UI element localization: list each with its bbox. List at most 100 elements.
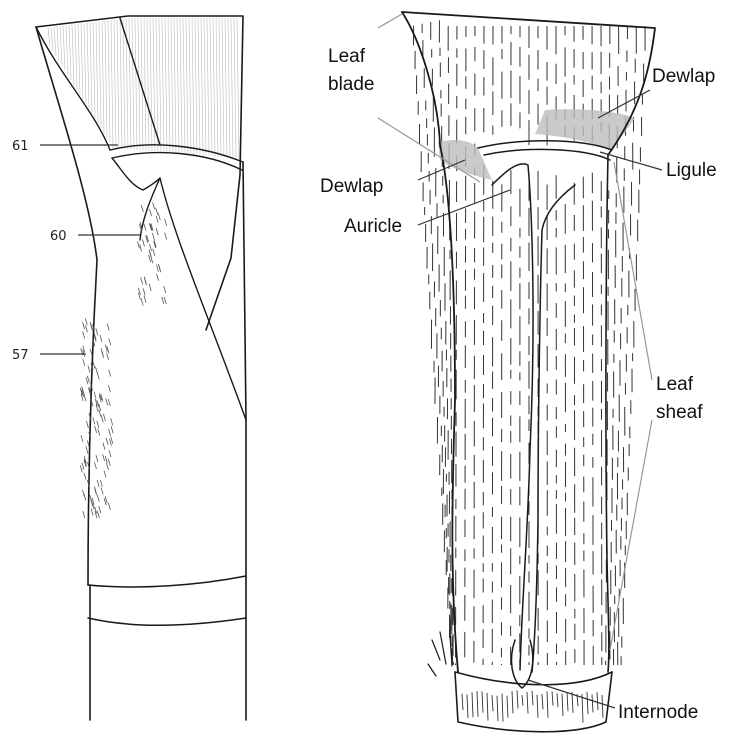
texture-stroke	[48, 28, 50, 47]
texture-stroke	[88, 366, 90, 373]
texture-stroke	[159, 18, 161, 152]
texture-stroke	[507, 696, 508, 718]
texture-stroke	[137, 241, 139, 248]
texture-stroke	[207, 18, 209, 156]
texture-stroke	[108, 20, 110, 142]
texture-stroke	[165, 219, 167, 226]
texture-stroke	[97, 511, 99, 518]
texture-stroke	[105, 456, 107, 463]
texture-stroke	[237, 18, 239, 158]
texture-stroke	[98, 429, 100, 436]
texture-stroke	[152, 233, 154, 240]
texture-stroke	[108, 503, 110, 510]
texture-stroke	[138, 18, 140, 150]
texture-stroke	[93, 362, 95, 369]
texture-stroke	[105, 345, 107, 352]
texture-stroke	[532, 691, 533, 705]
texture-stroke	[162, 297, 164, 304]
texture-stroke	[168, 18, 170, 153]
texture-stroke	[82, 463, 84, 470]
texture-stroke	[111, 437, 113, 444]
texture-stroke	[101, 488, 103, 495]
texture-stroke	[512, 691, 513, 713]
internode-hatching	[462, 690, 603, 723]
texture-stroke	[99, 21, 101, 127]
texture-stroke	[84, 473, 86, 480]
texture-stroke	[83, 331, 85, 338]
texture-stroke	[87, 376, 89, 383]
texture-stroke	[120, 19, 122, 149]
texture-stroke	[81, 24, 83, 99]
texture-stroke	[107, 324, 109, 331]
texture-stroke	[140, 244, 142, 251]
texture-stroke	[153, 202, 155, 209]
texture-stroke	[547, 691, 548, 718]
callout-61: 61	[12, 139, 29, 154]
texture-stroke	[81, 435, 83, 442]
texture-stroke	[180, 18, 182, 154]
texture-stroke	[150, 209, 152, 216]
texture-stroke	[109, 429, 111, 436]
texture-stroke	[141, 277, 143, 284]
texture-stroke	[100, 480, 102, 487]
texture-stroke	[94, 462, 96, 469]
texture-stroke	[164, 286, 166, 293]
texture-stroke	[158, 264, 160, 271]
texture-stroke	[90, 23, 92, 114]
texture-stroke	[86, 377, 88, 384]
texture-stroke	[228, 18, 230, 157]
texture-stroke	[201, 18, 203, 155]
texture-stroke	[502, 694, 503, 722]
texture-stroke	[97, 421, 99, 428]
texture-stroke	[84, 394, 86, 401]
texture-stroke	[94, 486, 96, 493]
texture-stroke	[602, 695, 603, 718]
texture-stroke	[129, 18, 131, 150]
texture-stroke	[527, 692, 528, 714]
texture-stroke	[141, 205, 143, 212]
texture-stroke	[222, 18, 224, 157]
texture-stroke	[198, 18, 200, 155]
texture-stroke	[562, 694, 563, 716]
texture-stroke	[597, 692, 598, 710]
texture-stroke	[144, 18, 146, 151]
texture-stroke	[66, 25, 68, 75]
label-internode: Internode	[618, 702, 698, 723]
texture-stroke	[75, 24, 77, 89]
texture-stroke	[95, 426, 97, 433]
texture-stroke	[99, 506, 101, 513]
texture-stroke	[96, 328, 98, 335]
texture-stroke	[111, 426, 113, 433]
texture-stroke	[150, 18, 152, 151]
texture-stroke	[542, 694, 543, 709]
texture-stroke	[231, 18, 233, 158]
texture-stroke	[60, 26, 62, 65]
texture-stroke	[69, 25, 71, 80]
texture-stroke	[97, 495, 99, 502]
texture-stroke	[582, 694, 583, 723]
texture-stroke	[158, 213, 160, 220]
texture-stroke	[106, 438, 108, 445]
texture-stroke	[57, 27, 59, 61]
texture-stroke	[101, 415, 103, 422]
texture-stroke	[114, 20, 116, 149]
texture-stroke	[94, 392, 96, 399]
texture-stroke	[587, 692, 588, 714]
texture-stroke	[234, 18, 236, 158]
texture-stroke	[102, 21, 104, 132]
texture-stroke	[477, 691, 478, 717]
texture-stroke	[83, 511, 85, 518]
texture-stroke	[164, 297, 166, 304]
texture-stroke	[174, 18, 176, 153]
texture-stroke	[592, 694, 593, 712]
texture-stroke	[186, 18, 188, 154]
texture-stroke	[102, 351, 104, 358]
texture-stroke	[106, 398, 108, 405]
texture-stroke	[147, 18, 149, 151]
texture-stroke	[111, 20, 113, 148]
texture-stroke	[103, 454, 105, 461]
texture-stroke	[132, 18, 134, 150]
texture-stroke	[51, 27, 53, 51]
texture-stroke	[96, 22, 98, 123]
texture-stroke	[135, 18, 137, 150]
